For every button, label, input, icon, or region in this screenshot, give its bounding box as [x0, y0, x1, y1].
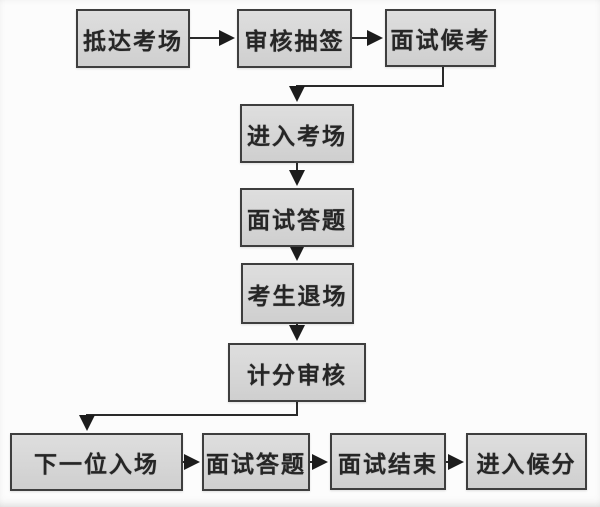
flow-node-arrive: 抵达考场: [76, 9, 190, 68]
flow-node-interview-answer: 面试答题: [240, 188, 354, 247]
flow-node-score-review: 计分审核: [228, 343, 366, 402]
edge-waiting-enter: [289, 67, 444, 102]
flow-node-interview-answer-2: 面试答题: [202, 433, 310, 491]
flow-node-next-candidate: 下一位入场: [10, 433, 183, 491]
flow-node-interview-waiting: 面试候考: [385, 9, 496, 67]
flow-node-enter-score-wait: 进入候分: [466, 433, 587, 490]
flow-node-review-draw: 审核抽签: [237, 9, 352, 68]
flow-node-interview-end: 面试结束: [330, 433, 446, 490]
flow-node-candidate-exit: 考生退场: [241, 263, 354, 324]
flow-node-enter-room: 进入考场: [240, 104, 354, 163]
edge-score-next: [79, 402, 298, 431]
